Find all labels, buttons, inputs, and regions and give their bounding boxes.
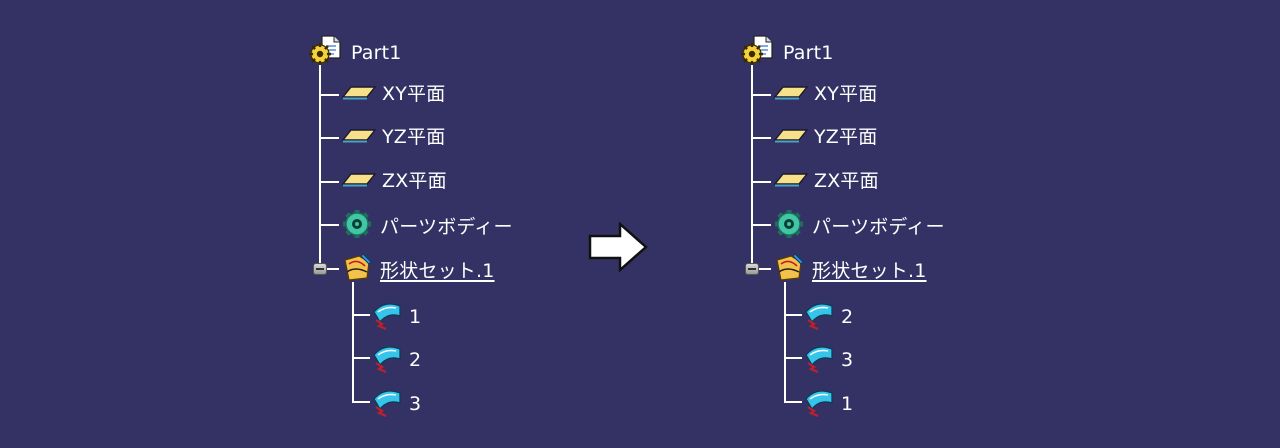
- tree-item-feature-2[interactable]: 2: [370, 341, 421, 378]
- tree-connector: [784, 401, 802, 403]
- plane-icon: [773, 126, 809, 148]
- geometrical-set-icon: [773, 252, 807, 289]
- tree-connector: [751, 224, 771, 226]
- tree-item-geometrical-set[interactable]: 形状セット.1: [341, 252, 495, 289]
- part-document-icon: [308, 34, 346, 71]
- plane-icon: [773, 83, 809, 105]
- tree-item-part-body-label: パーツボディー: [812, 215, 945, 238]
- tree-connector: [319, 181, 339, 183]
- tree-connector: [784, 282, 786, 402]
- tree-connector: [319, 224, 339, 226]
- tree-item-part-body-label: パーツボディー: [380, 215, 513, 238]
- tree-connector: [759, 268, 771, 270]
- tree-connector: [751, 62, 753, 268]
- tree-item-feature-1[interactable]: 1: [370, 298, 421, 335]
- tree-item-feature-3[interactable]: 3: [370, 385, 421, 422]
- tree-connector: [319, 137, 339, 139]
- tree-root-part[interactable]: Part1: [308, 34, 402, 71]
- tree-item-plane-3-label: ZX平面: [382, 170, 447, 192]
- plane-icon: [773, 170, 809, 192]
- part-document-icon: [740, 34, 778, 71]
- tree-item-plane-2-label: YZ平面: [382, 126, 446, 148]
- tree-item-feature-3[interactable]: 1: [802, 385, 853, 422]
- tree-item-plane-1[interactable]: XY平面: [773, 83, 877, 105]
- tree-item-plane-2-label: YZ平面: [814, 126, 878, 148]
- plane-icon: [341, 83, 377, 105]
- tree-root-part[interactable]: Part1: [740, 34, 834, 71]
- tree-root-part-label: Part1: [783, 41, 834, 64]
- tree-item-geometrical-set[interactable]: 形状セット.1: [773, 252, 927, 289]
- tree-connector: [751, 181, 771, 183]
- tree-root-part-label: Part1: [351, 41, 402, 64]
- tree-connector: [784, 314, 802, 316]
- tree-connector: [751, 94, 771, 96]
- tree-item-feature-1[interactable]: 2: [802, 298, 853, 335]
- part-body-gear-icon: [773, 208, 807, 245]
- tree-item-plane-1-label: XY平面: [814, 83, 878, 105]
- surface-feature-icon: [370, 385, 404, 422]
- tree-item-part-body[interactable]: パーツボディー: [341, 208, 513, 245]
- tree-item-plane-3[interactable]: ZX平面: [341, 170, 447, 192]
- surface-feature-icon: [802, 385, 836, 422]
- tree-before: Part1 XY平面 YZ平面 ZX平面 パーツボディー: [304, 0, 564, 448]
- tree-connector: [352, 314, 370, 316]
- tree-connector: [751, 137, 771, 139]
- tree-connector: [352, 357, 370, 359]
- tree-item-feature-2[interactable]: 3: [802, 341, 853, 378]
- tree-connector: [352, 282, 354, 402]
- tree-connector: [319, 62, 321, 268]
- tree-after: Part1 XY平面 YZ平面 ZX平面 パーツボディー: [736, 0, 996, 448]
- geometrical-set-icon: [341, 252, 375, 289]
- tree-connector: [784, 357, 802, 359]
- tree-item-feature-2-label: 3: [841, 348, 854, 371]
- tree-item-plane-2[interactable]: YZ平面: [341, 126, 445, 148]
- tree-item-plane-1[interactable]: XY平面: [341, 83, 445, 105]
- tree-item-plane-3[interactable]: ZX平面: [773, 170, 879, 192]
- surface-feature-icon: [370, 341, 404, 378]
- part-body-gear-icon: [341, 208, 375, 245]
- tree-item-feature-2-label: 2: [409, 348, 422, 371]
- collapse-toggle-icon[interactable]: [745, 263, 759, 275]
- tree-connector: [352, 401, 370, 403]
- plane-icon: [341, 170, 377, 192]
- tree-item-feature-3-label: 1: [841, 392, 854, 415]
- surface-feature-icon: [802, 341, 836, 378]
- tree-item-plane-3-label: ZX平面: [814, 170, 879, 192]
- right-arrow-icon: [588, 222, 648, 272]
- tree-item-feature-1-label: 1: [409, 305, 422, 328]
- tree-connector: [319, 94, 339, 96]
- surface-feature-icon: [802, 298, 836, 335]
- tree-item-geometrical-set-label: 形状セット.1: [380, 259, 495, 282]
- tree-item-part-body[interactable]: パーツボディー: [773, 208, 945, 245]
- tree-item-plane-2[interactable]: YZ平面: [773, 126, 877, 148]
- collapse-toggle-icon[interactable]: [313, 263, 327, 275]
- plane-icon: [341, 126, 377, 148]
- tree-item-geometrical-set-label: 形状セット.1: [812, 259, 927, 282]
- tree-item-feature-1-label: 2: [841, 305, 854, 328]
- surface-feature-icon: [370, 298, 404, 335]
- tree-item-feature-3-label: 3: [409, 392, 422, 415]
- tree-item-plane-1-label: XY平面: [382, 83, 446, 105]
- tree-connector: [327, 268, 339, 270]
